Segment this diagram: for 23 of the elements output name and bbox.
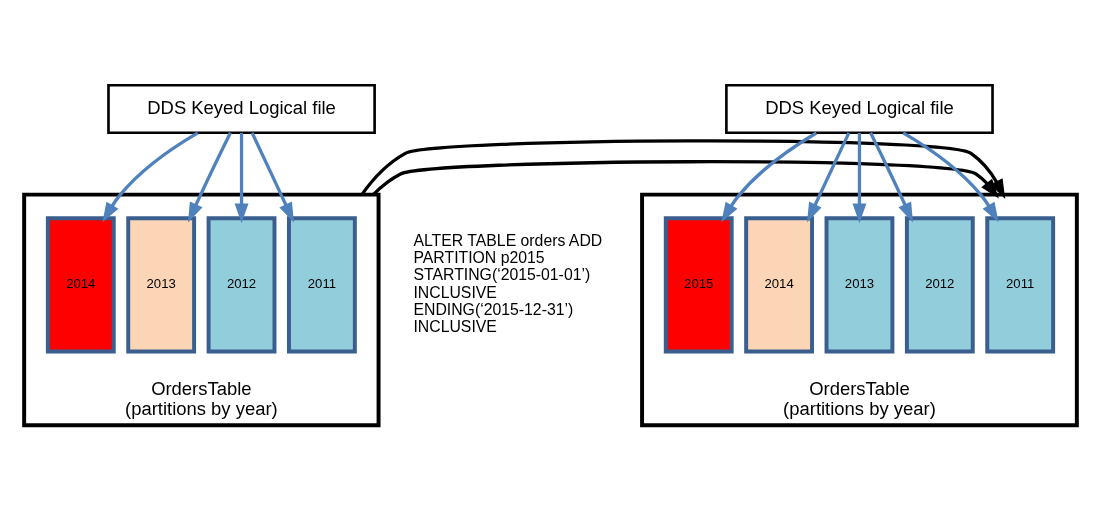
node-box: 2014 — [45, 215, 116, 353]
node-box: 2012 — [904, 215, 975, 353]
arrow — [869, 131, 913, 222]
node-box: 2011 — [985, 215, 1056, 353]
arrow — [250, 131, 294, 222]
arrow — [188, 131, 232, 222]
node-box: 2012 — [206, 215, 277, 353]
node-box: DDS Keyed Logical file — [107, 83, 376, 134]
arrow — [360, 138, 1006, 199]
node-box: 2014 — [744, 215, 814, 353]
arrow — [807, 131, 851, 222]
arrow — [852, 132, 867, 223]
arrow — [102, 130, 199, 222]
label: ALTER TABLE orders ADD PARTITION p2015 STARTING(‘2015-01-01’) INCLUSIVE ENDING(‘2015-12-31’) INCLUSIVE — [413, 231, 603, 335]
arrow — [234, 132, 249, 223]
arrow — [372, 159, 999, 199]
node-box: 2013 — [126, 215, 197, 353]
arrow — [902, 130, 999, 222]
node-box: 2015 — [663, 215, 734, 353]
arrow — [721, 131, 818, 222]
node-box: 2011 — [287, 215, 357, 353]
node-box: 2013 — [824, 215, 895, 353]
node-box: DDS Keyed Logical file — [725, 83, 994, 134]
